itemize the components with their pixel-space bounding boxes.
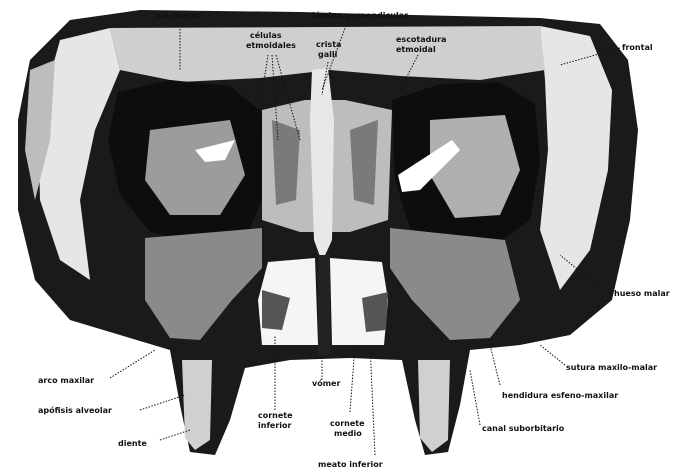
ethmoid-cells-right bbox=[350, 120, 378, 205]
label-lamina-perpendicular: lámina perpendicular bbox=[312, 11, 408, 20]
vomer-shape bbox=[318, 255, 330, 355]
label-hendidura-esfeno-maxilar: hendidura esfeno-maxilar bbox=[502, 391, 618, 400]
label-frontal: frontal bbox=[622, 43, 653, 52]
label-meato-inferior: meato inferior bbox=[318, 460, 383, 469]
label-sutura-maxilo-malar: sutura maxilo-malar bbox=[566, 363, 657, 372]
label-cornete-medio-2: medio bbox=[334, 429, 362, 438]
label-vomer: vómer bbox=[312, 378, 340, 388]
ethmoid-cells-left bbox=[272, 120, 300, 205]
label-hueso-malar: hueso malar bbox=[614, 289, 670, 298]
label-arco-maxilar: arco maxilar bbox=[38, 376, 94, 385]
label-ala-mayor: ala mayor bbox=[156, 11, 201, 20]
label-cornete-inferior-2: inferior bbox=[258, 421, 292, 430]
label-celulas: células bbox=[250, 30, 282, 40]
label-canal-suborbitario: canal suborbitario bbox=[482, 424, 565, 433]
label-galli: galli bbox=[318, 50, 338, 59]
label-cornete-medio-1: cornete bbox=[330, 419, 365, 428]
label-etmoidales: etmoidales bbox=[246, 41, 296, 50]
right-turbinate bbox=[362, 292, 388, 332]
label-apofisis-alveolar: apófisis alveolar bbox=[38, 405, 112, 415]
label-etmoidal: etmoidal bbox=[396, 45, 436, 54]
left-tooth bbox=[182, 360, 212, 450]
right-tooth bbox=[418, 360, 450, 452]
label-crista: crista bbox=[316, 40, 341, 49]
skull-drawing bbox=[18, 10, 638, 455]
label-escotadura: escotadura bbox=[396, 35, 446, 44]
label-cornete-inferior-1: cornete bbox=[258, 411, 293, 420]
label-diente: diente bbox=[118, 439, 147, 448]
